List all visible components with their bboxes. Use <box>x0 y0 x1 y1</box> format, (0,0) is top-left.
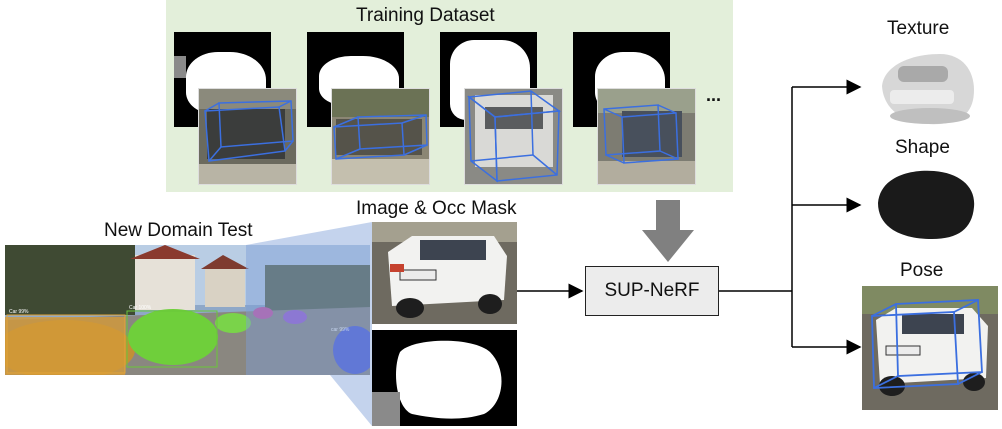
shape-label: Shape <box>895 137 950 158</box>
detection-label-3: car 99% <box>331 327 350 333</box>
training-image-1 <box>198 88 297 185</box>
training-image-4 <box>597 88 696 185</box>
street-scene-image: Car 99% Car 100% car 99% <box>5 245 370 375</box>
shape-render <box>870 165 982 243</box>
cropped-car-image <box>372 222 517 324</box>
new-domain-test-title: New Domain Test <box>104 220 253 241</box>
down-arrow-icon <box>642 200 694 262</box>
training-dataset-title: Training Dataset <box>356 5 495 26</box>
occlusion-mask-image <box>372 330 517 426</box>
image-occ-mask-title: Image & Occ Mask <box>356 198 517 219</box>
pose-label: Pose <box>900 260 944 281</box>
texture-render <box>870 46 982 130</box>
detection-label-2: Car 100% <box>129 305 152 311</box>
sup-nerf-model-box: SUP-NeRF <box>585 266 719 316</box>
sup-nerf-label: SUP-NeRF <box>604 280 700 301</box>
training-more-ellipsis: ... <box>706 85 722 105</box>
training-image-2 <box>331 88 430 185</box>
pose-render <box>862 286 998 410</box>
training-image-3 <box>464 88 563 185</box>
detection-label-1: Car 99% <box>9 309 29 315</box>
texture-label: Texture <box>887 18 950 39</box>
